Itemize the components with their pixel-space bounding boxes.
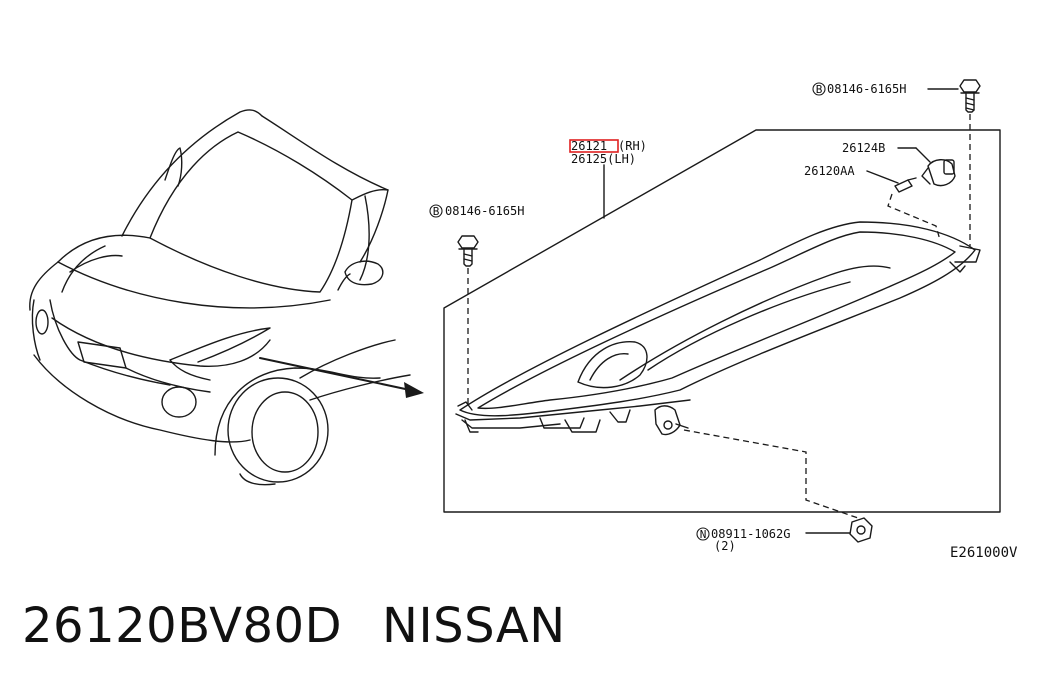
part-caption: 26120BV80D NISSAN (22, 598, 566, 654)
bulb (894, 177, 917, 193)
marker-circle-top (812, 82, 826, 96)
leader-26124b-2 (915, 147, 931, 163)
marker-circle-left (429, 204, 443, 218)
headlamp-assembly (455, 221, 981, 436)
nut-marker: N (700, 528, 707, 541)
marker-circle-nut (696, 527, 710, 541)
bolt-top (959, 79, 981, 113)
part-26124b-label: 26124B (842, 141, 885, 155)
bolt-top-marker: B (816, 83, 823, 96)
bolt-top-label: 08146-6165H (827, 82, 906, 96)
bolt-left (457, 235, 479, 267)
exploded-view-frame (443, 129, 1001, 513)
figure-code: E261000V (950, 545, 1018, 561)
brand-name: NISSAN (382, 598, 566, 654)
nut (849, 517, 873, 543)
part-lh-label: 26125(LH) (571, 152, 636, 166)
bulb-socket (921, 159, 956, 187)
highlight-box (569, 139, 619, 153)
leader-26120aa (866, 170, 899, 184)
part-number: 26120BV80D (22, 598, 343, 654)
car-illustration (29, 109, 411, 486)
nut-label: 08911-1062G (711, 527, 790, 541)
pointer-arrow (259, 357, 424, 398)
bolt-left-label: 08146-6165H (445, 204, 524, 218)
part-26120aa-label: 26120AA (804, 164, 855, 178)
bolt-left-marker: B (433, 205, 440, 218)
assembly-lines (467, 114, 971, 519)
nut-qty: (2) (714, 539, 736, 553)
part-rh-code: 26121 (571, 139, 607, 153)
part-rh-suffix: (RH) (618, 139, 647, 153)
